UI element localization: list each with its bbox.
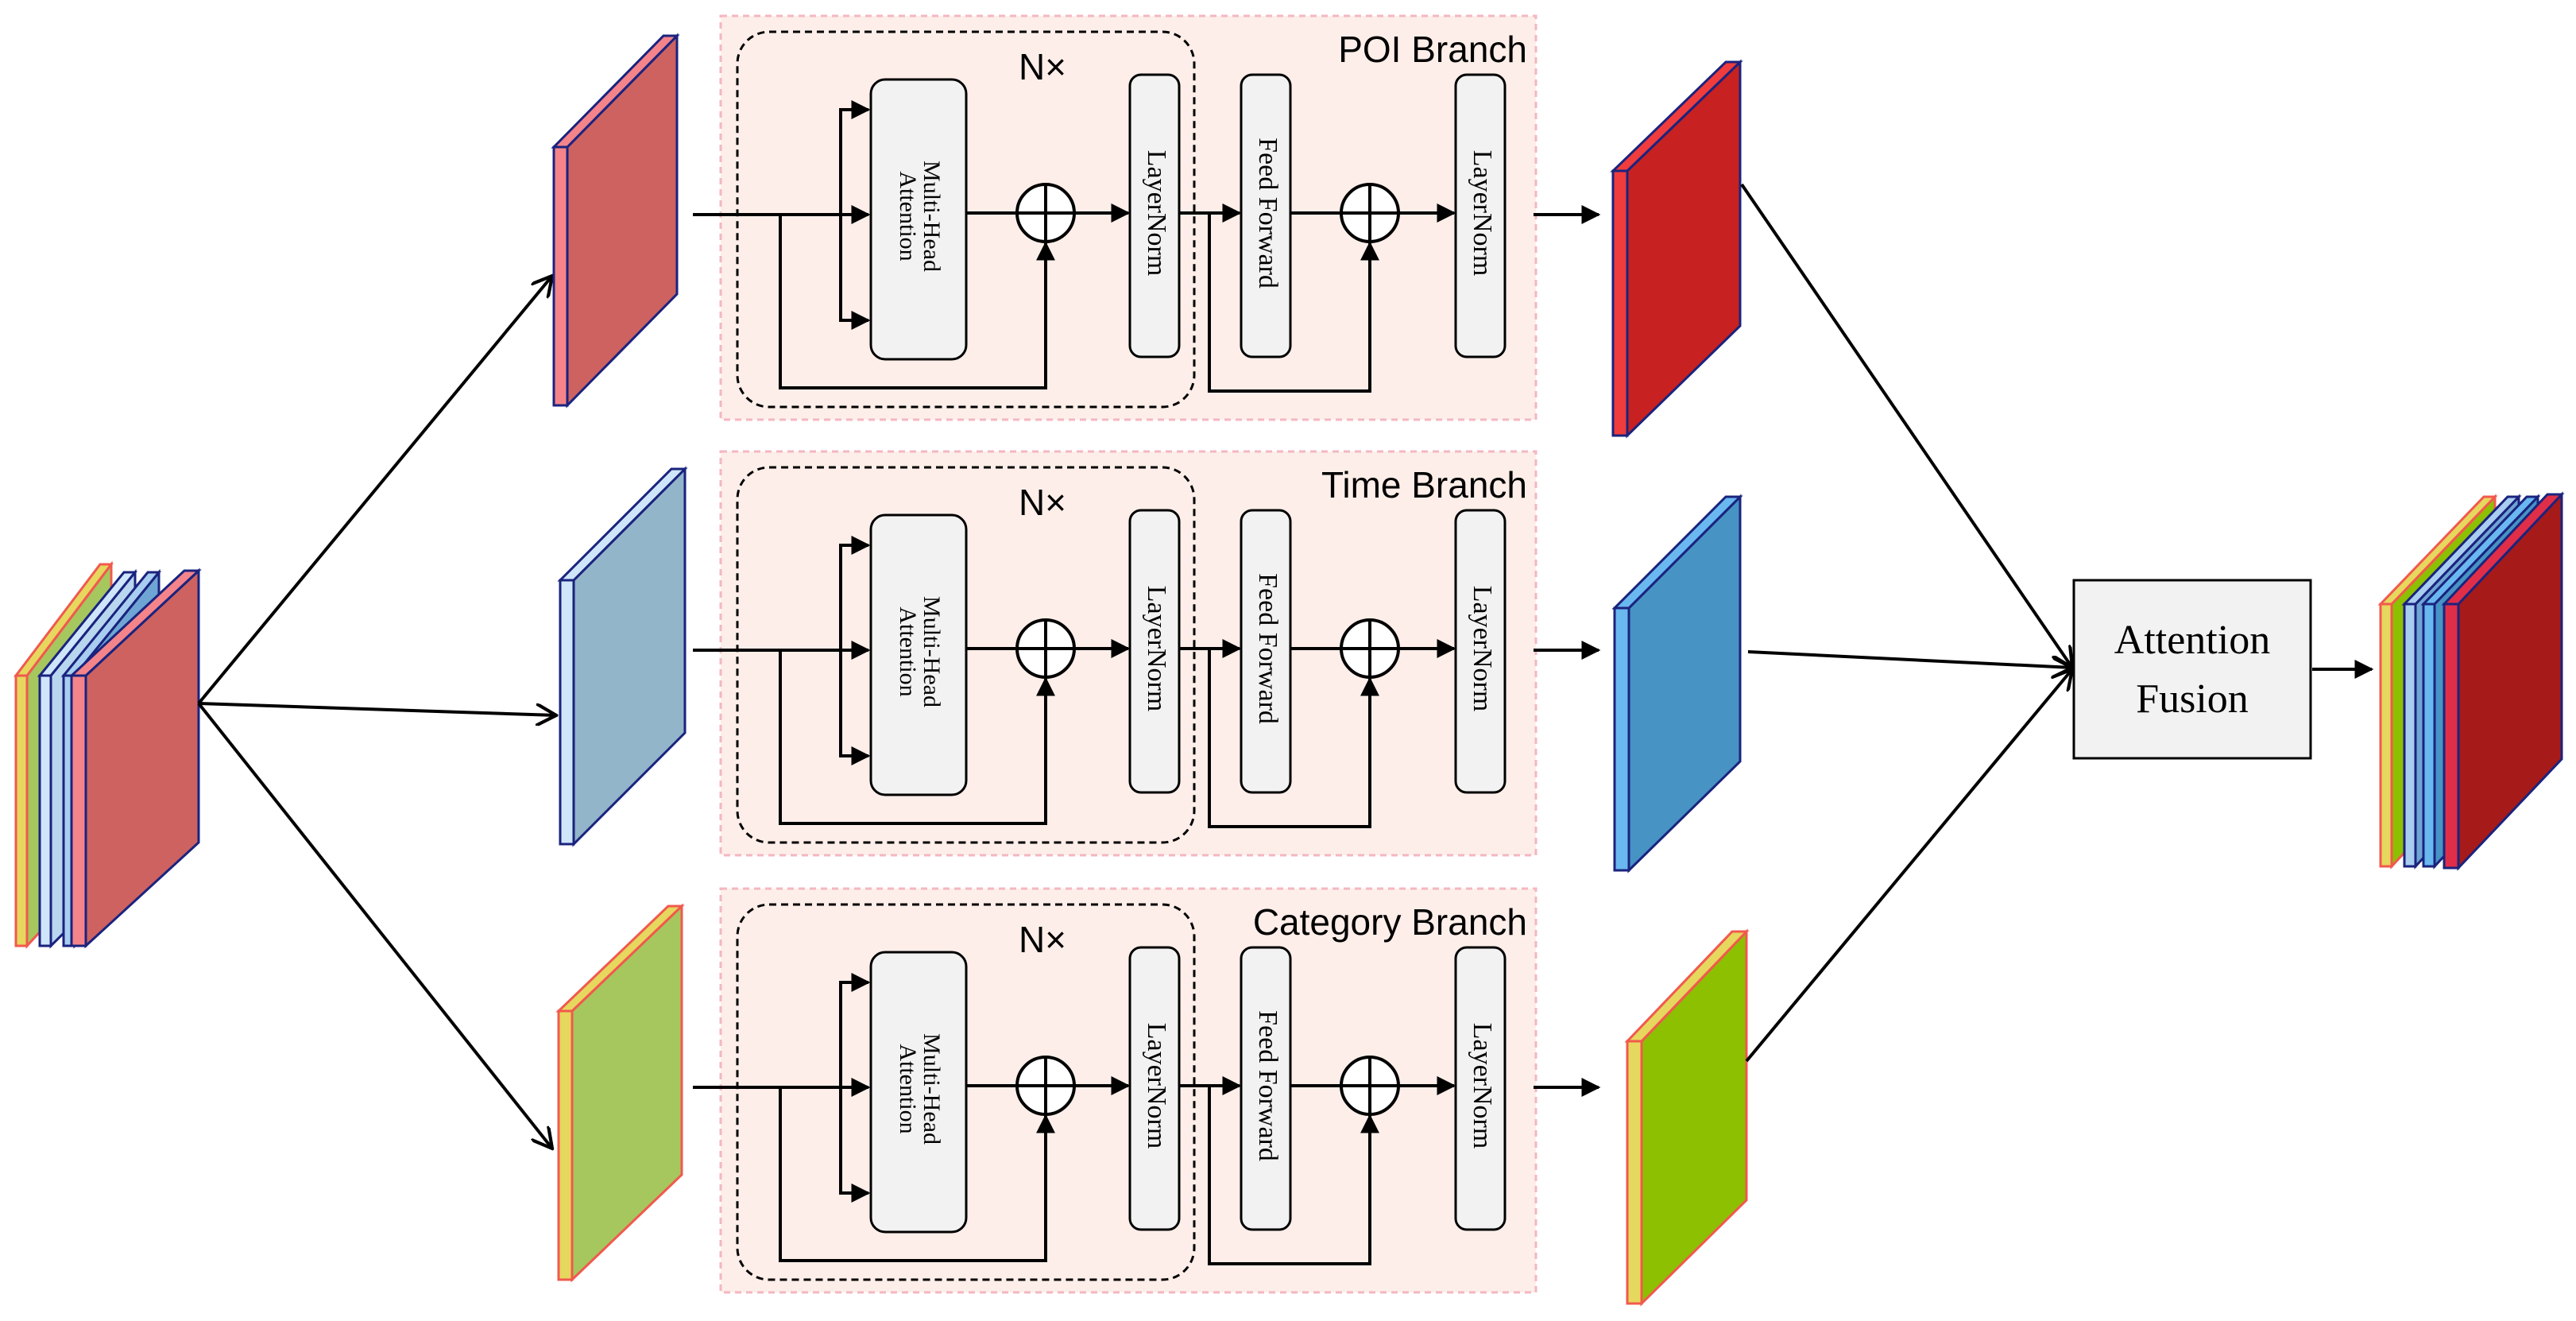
attention-label-line2: Attention: [895, 1044, 921, 1133]
residual-connection-1: [779, 650, 1055, 825]
multi-head-attention-block: [869, 513, 968, 796]
attention-value-arrow: [839, 650, 871, 765]
fusion-label-line1: Attention: [2114, 618, 2270, 663]
layernorm-label-2: LayerNorm: [1468, 1023, 1497, 1149]
attention-value-arrow: [839, 215, 871, 330]
input-feature-stack: [13, 560, 202, 949]
repeat-label: N×: [1019, 46, 1066, 87]
attention-label-line1: Multi-Head: [919, 161, 945, 272]
residual-connection-2: [1208, 1086, 1379, 1265]
branch-panel: [719, 887, 1537, 1294]
feed-forward-block: [1240, 946, 1292, 1231]
branch-panel: [719, 450, 1537, 857]
residual-connection-2: [1208, 213, 1379, 393]
multi-head-attention-block: [869, 951, 968, 1234]
poi-output-map: [1610, 59, 1743, 439]
residual-connection-1: [779, 1087, 1055, 1262]
attention-label-line2: Attention: [895, 606, 921, 696]
branch-panel: [719, 14, 1537, 421]
category-output-map: [1624, 928, 1750, 1307]
residual-connection-2: [1208, 649, 1379, 828]
poi-embedding-map: [551, 33, 680, 409]
attention-label-line1: Multi-Head: [919, 1033, 945, 1145]
layernorm-block-2: [1454, 509, 1507, 794]
repeat-block-outline: [736, 30, 1196, 409]
layernorm-label-2: LayerNorm: [1468, 150, 1497, 277]
final-output-stack: [2377, 491, 2565, 871]
attention-query-arrow: [839, 100, 871, 215]
feed-forward-block: [1240, 509, 1292, 794]
layernorm-block-1: [1128, 946, 1181, 1231]
attention-label-line2: Attention: [895, 171, 921, 261]
input-layer-red: [68, 568, 202, 949]
layernorm-label-2: LayerNorm: [1468, 586, 1497, 712]
branch-title: Category Branch: [1253, 901, 1527, 943]
attention-fusion-block: Attention Fusion: [2072, 579, 2312, 760]
feed-forward-label: Feed Forward: [1253, 573, 1282, 724]
layernorm-label-1: LayerNorm: [1142, 1023, 1171, 1149]
attention-label-line1: Multi-Head: [919, 596, 945, 707]
layernorm-label-1: LayerNorm: [1142, 586, 1171, 712]
residual-connection-1: [779, 215, 1055, 389]
repeat-label: N×: [1019, 919, 1066, 960]
feed-forward-label: Feed Forward: [1253, 1010, 1282, 1161]
split-arrows: [197, 276, 556, 1149]
attention-value-arrow: [839, 1087, 871, 1203]
time-embedding-map: [557, 466, 688, 847]
time-output-map: [1611, 494, 1743, 874]
attention-query-arrow: [839, 973, 871, 1087]
branch-title: POI Branch: [1338, 29, 1527, 70]
feed-forward-block: [1240, 73, 1292, 358]
repeat-label: N×: [1019, 482, 1066, 523]
attention-query-arrow: [839, 536, 871, 650]
repeat-block-outline: [736, 466, 1196, 844]
layernorm-block-1: [1128, 73, 1181, 358]
arrow-poi-to-fusion: [1740, 183, 2072, 668]
layernorm-block-2: [1454, 73, 1507, 358]
arrow-category-to-fusion: [1745, 669, 2072, 1063]
multi-head-attention-block: [869, 78, 968, 361]
final-layer-red: [2441, 491, 2565, 871]
layernorm-label-1: LayerNorm: [1142, 150, 1171, 277]
feed-forward-label: Feed Forward: [1253, 138, 1282, 289]
category-embedding-map: [555, 903, 685, 1283]
branch-title: Time Branch: [1321, 464, 1527, 506]
arrow-to-poi: [197, 276, 552, 705]
arrow-to-category: [197, 702, 552, 1149]
fusion-label-line2: Fusion: [2136, 676, 2249, 722]
repeat-block-outline: [736, 903, 1196, 1281]
arrow-to-time: [198, 702, 556, 715]
layernorm-block-2: [1454, 946, 1507, 1231]
layernorm-block-1: [1128, 509, 1181, 794]
arrow-time-to-fusion: [1747, 650, 2072, 668]
fusion-arrows: [1740, 183, 2072, 1063]
